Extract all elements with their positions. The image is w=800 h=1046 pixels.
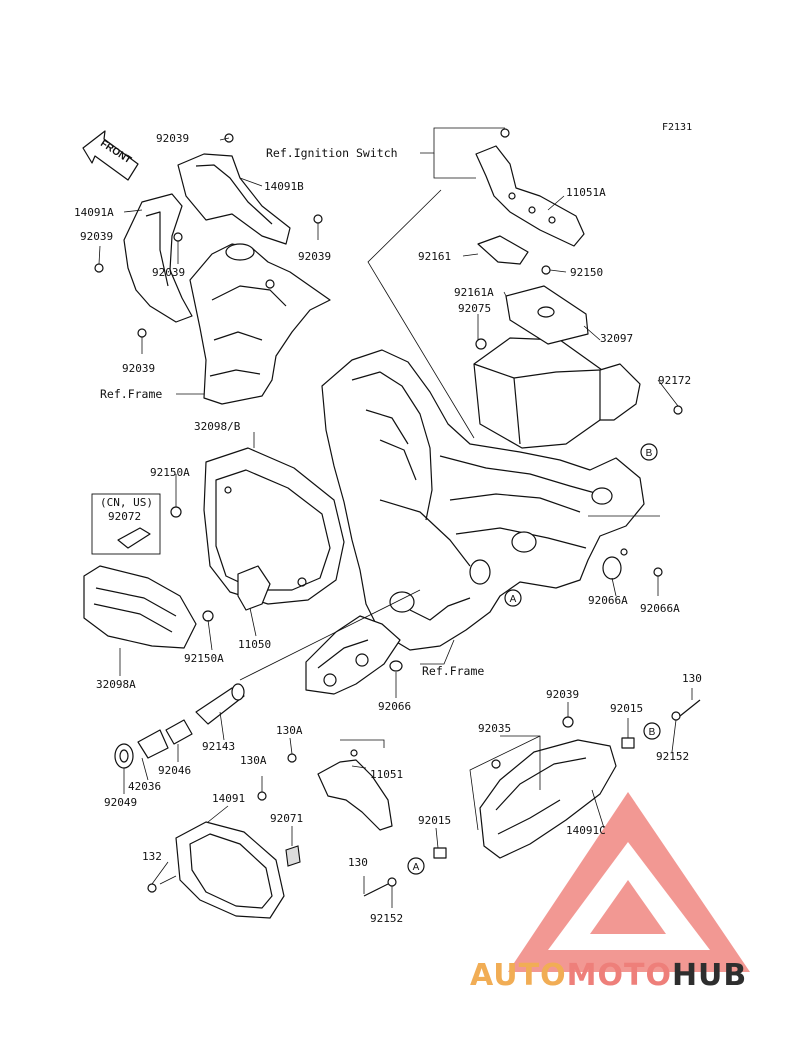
part-label: 92066A xyxy=(640,602,680,615)
ref-label: Ref.Ignition Switch xyxy=(266,146,398,160)
pivot-shaft-parts-drawing xyxy=(114,683,245,769)
ref-label: Ref.Frame xyxy=(100,387,162,401)
part-label: 92152 xyxy=(656,750,689,763)
callout-markers: B A B A xyxy=(407,443,661,875)
part-label: 11050 xyxy=(238,638,271,651)
callout-a-upper: A xyxy=(510,594,517,605)
watermark-moto: MOTO xyxy=(566,958,672,993)
part-label: 11051A xyxy=(566,186,606,199)
bracket-11051a-drawing xyxy=(475,128,585,265)
part-label: 130A xyxy=(240,754,267,767)
watermark-auto: AUTO xyxy=(470,958,567,993)
part-label: 92150A xyxy=(184,652,224,665)
battery-case-drawing xyxy=(473,265,683,449)
part-label: 14091B xyxy=(264,180,304,193)
part-label: 92152 xyxy=(370,912,403,925)
ref-label: Ref.Frame xyxy=(422,664,484,678)
callout-b-upper: B xyxy=(646,448,653,459)
part-label: 92039 xyxy=(156,132,189,145)
bracket-11051-drawing xyxy=(257,749,393,831)
part-label: 92143 xyxy=(202,740,235,753)
part-label: 32098/B xyxy=(194,420,241,433)
part-label: 92071 xyxy=(270,812,303,825)
part-label: 92075 xyxy=(458,302,491,315)
callout-b-lower: B xyxy=(649,727,656,738)
part-label: 32097 xyxy=(600,332,633,345)
region-note: (CN, US) xyxy=(100,496,153,509)
part-label: 14091A xyxy=(74,206,114,219)
part-label: 92161 xyxy=(418,250,451,263)
part-label: 92161A xyxy=(454,286,494,299)
callout-a-lower: A xyxy=(413,862,420,873)
part-label: 92015 xyxy=(610,702,643,715)
part-label: 92072 xyxy=(108,510,141,523)
part-label: 130A xyxy=(276,724,303,737)
leader-lines xyxy=(98,127,693,908)
region-note-box xyxy=(91,493,161,555)
frame-cradle-drawing xyxy=(305,615,401,695)
part-label: 92039 xyxy=(122,362,155,375)
part-label: 130 xyxy=(682,672,702,685)
lower-cover-32098a-drawing xyxy=(83,565,197,649)
watermark-text: AUTOMOTOHUB xyxy=(470,958,747,993)
part-label: 92150 xyxy=(570,266,603,279)
part-label: 92039 xyxy=(80,230,113,243)
part-label: 92039 xyxy=(298,250,331,263)
part-label: 92039 xyxy=(546,688,579,701)
main-frame-drawing xyxy=(321,349,663,672)
part-label: 130 xyxy=(348,856,368,869)
watermark-hub: HUB xyxy=(671,958,748,993)
part-label: 92150A xyxy=(150,466,190,479)
cover-14091-lower-drawing xyxy=(147,821,301,919)
part-label: 132 xyxy=(142,850,162,863)
part-label: 14091C xyxy=(566,824,606,837)
part-label: 14091 xyxy=(212,792,245,805)
part-label: 92039 xyxy=(152,266,185,279)
part-label: 92066 xyxy=(378,700,411,713)
front-arrow-icon: FRONT xyxy=(82,130,139,181)
cover-14091-upper-drawing xyxy=(94,133,323,338)
figure-id: F2131 xyxy=(662,122,692,133)
part-label: 92049 xyxy=(104,796,137,809)
part-label: 92066A xyxy=(588,594,628,607)
part-label: 42036 xyxy=(128,780,161,793)
part-label: 92035 xyxy=(478,722,511,735)
part-label: 92046 xyxy=(158,764,191,777)
part-label: 11051 xyxy=(370,768,403,781)
part-label: 32098A xyxy=(96,678,136,691)
part-label: 92015 xyxy=(418,814,451,827)
cover-14091c-drawing xyxy=(363,699,701,897)
side-cover-32098-drawing xyxy=(170,447,345,622)
watermark-logo-icon xyxy=(508,792,750,972)
part-label: 92172 xyxy=(658,374,691,387)
frame-neck-drawing xyxy=(189,243,331,405)
